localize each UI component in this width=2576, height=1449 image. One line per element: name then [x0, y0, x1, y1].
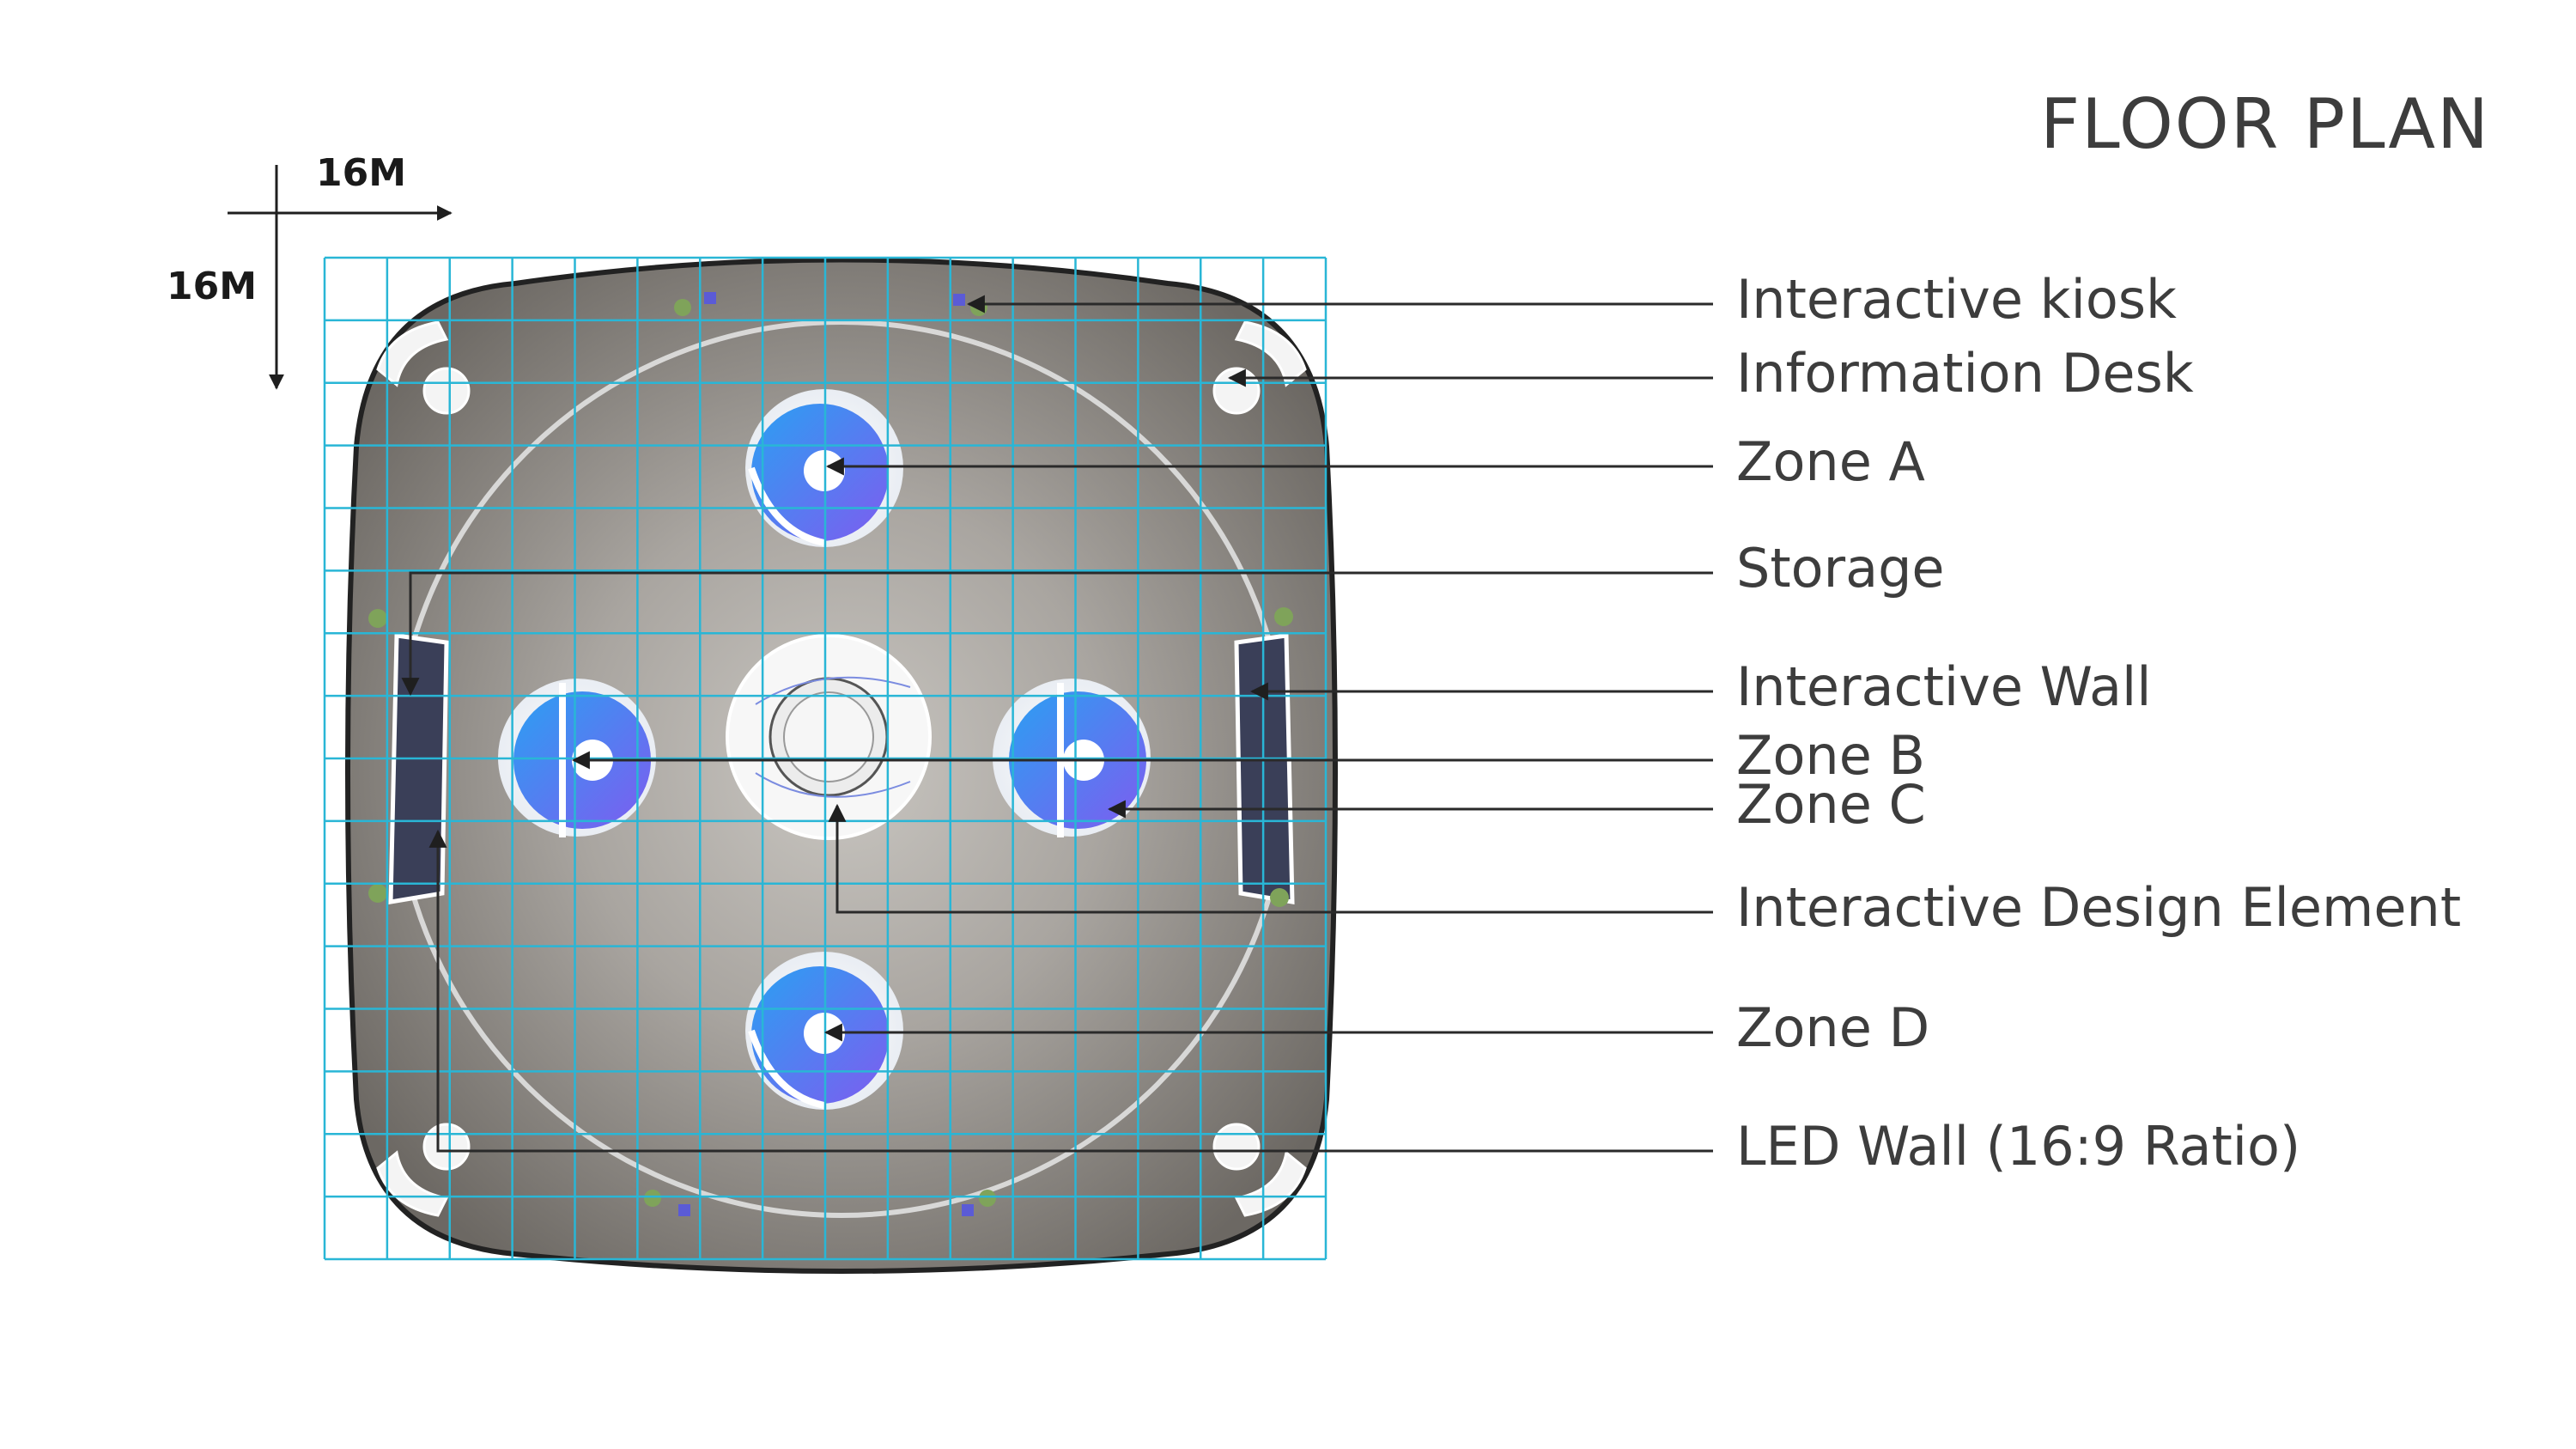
leader-line-interactive-design-element: [828, 803, 1713, 914]
leader-line-storage: [401, 571, 1713, 697]
legend-label-zone-c: Zone C: [1736, 773, 1926, 836]
legend-label-zone-d: Zone D: [1736, 996, 1930, 1059]
legend-label-zone-b: Zone B: [1736, 724, 1926, 787]
dimension-vertical-label: 16M: [167, 265, 258, 308]
legend-label-led-wall: LED Wall (16:9 Ratio): [1736, 1115, 2301, 1178]
legend-label-storage: Storage: [1736, 537, 1945, 600]
leader-line-led-wall: [428, 829, 1713, 1153]
legend-label-interactive-kiosk: Interactive kiosk: [1736, 268, 2177, 331]
legend-label-information-desk: Information Desk: [1736, 342, 2194, 405]
legend-label-interactive-wall: Interactive Wall: [1736, 655, 2152, 718]
measurement-grid: [323, 256, 1327, 1261]
dimension-horizontal-label: 16M: [316, 151, 407, 195]
central-design-element: [726, 634, 932, 840]
legend-label-interactive-design-element: Interactive Design Element: [1736, 876, 2462, 939]
page-title: FLOOR PLAN: [2040, 84, 2490, 164]
corner-desks: [376, 320, 1307, 1217]
leader-lines: [401, 295, 1713, 1153]
dimension-arrows: [228, 165, 453, 390]
legend-label-zone-a: Zone A: [1736, 430, 1925, 493]
